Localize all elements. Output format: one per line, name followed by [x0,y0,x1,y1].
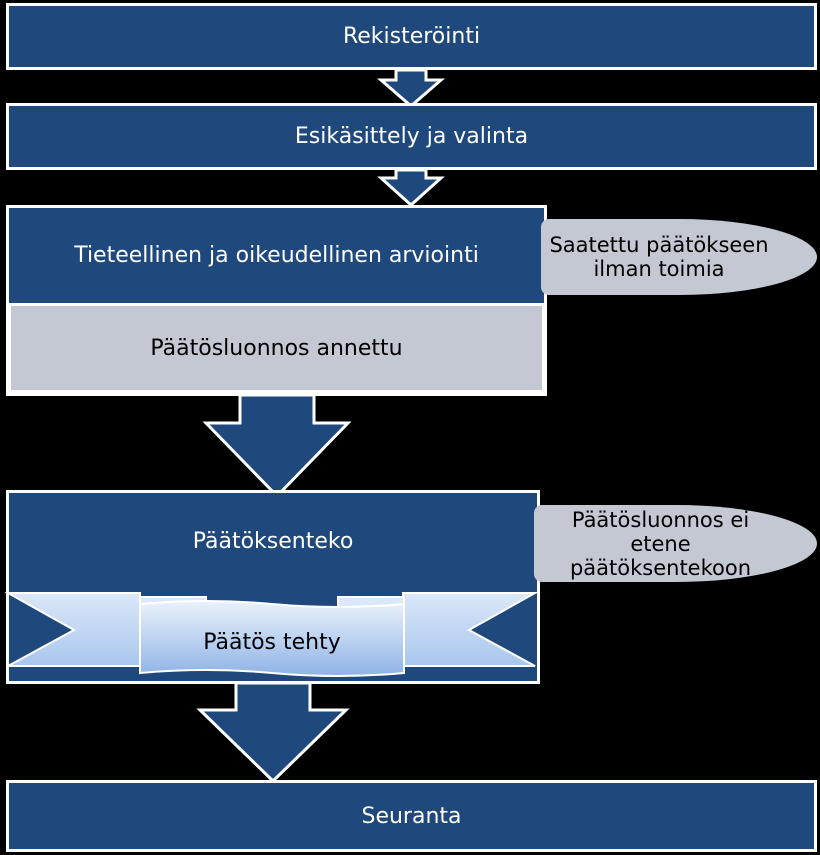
note-no-action: Saatettu päätökseen ilman toimia [541,219,817,295]
step-preprocessing: Esikäsittely ja valinta [6,103,817,170]
draft-given-panel: Päätösluonnos annettu [8,303,545,393]
draft-given-label: Päätösluonnos annettu [150,335,403,361]
step-follow-up-label: Seuranta [361,803,462,829]
step-decision-making-label: Päätöksenteko [192,529,354,554]
step-registration-label: Rekisteröinti [342,24,481,49]
step-registration: Rekisteröinti [6,3,817,70]
step-follow-up: Seuranta [6,780,817,852]
decision-made-label: Päätös tehty [203,630,341,655]
step-preprocessing-label: Esikäsittely ja valinta [294,124,529,149]
note-no-action-label: Saatettu päätökseen ilman toimia [549,233,769,281]
step-evaluation-label: Tieteellinen ja oikeudellinen arviointi [74,243,479,268]
note-draft-not-proceeding: Päätösluonnos ei etene päätöksentekoon [534,505,817,582]
note-draft-not-proceeding-label: Päätösluonnos ei etene päätöksentekoon [569,507,752,580]
